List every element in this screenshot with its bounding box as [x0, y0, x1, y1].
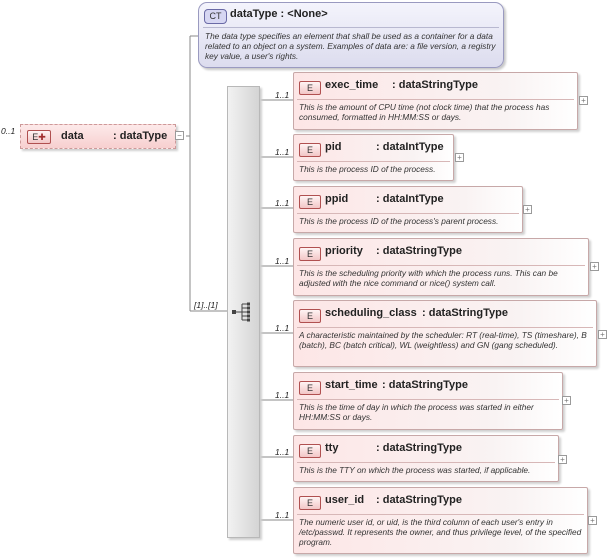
element-scheduling-class[interactable]: E scheduling_class : dataStringType A ch…	[293, 300, 597, 367]
element-separator	[297, 462, 555, 463]
occurrence-ppid: 1..1	[275, 198, 290, 208]
element-doc: This is the process ID of the process's …	[299, 216, 499, 226]
element-doc: A characteristic maintained by the sched…	[299, 330, 587, 350]
element-badge: E	[299, 247, 321, 261]
expand-icon[interactable]: +	[579, 96, 588, 105]
element-badge: E	[299, 309, 321, 323]
element-separator	[297, 213, 519, 214]
element-type: : dataIntType	[376, 141, 444, 153]
complex-type-base: <None>	[287, 8, 328, 20]
complex-type-badge: CT	[204, 9, 227, 24]
element-name: exec_time	[325, 79, 379, 91]
collapse-icon[interactable]: −	[175, 131, 184, 140]
element-tty[interactable]: E tty : dataStringType This is the TTY o…	[293, 435, 559, 482]
element-doc: This is the amount of CPU time (not cloc…	[299, 102, 550, 122]
element-name: scheduling_class	[325, 307, 417, 319]
element-separator	[297, 161, 450, 162]
element-exec-time[interactable]: E exec_time : dataStringType This is the…	[293, 72, 578, 130]
element-type: : dataStringType	[376, 245, 462, 257]
element-name: ppid	[325, 193, 349, 205]
expand-icon[interactable]: +	[562, 396, 571, 405]
element-separator	[297, 514, 584, 515]
element-name: priority	[325, 245, 363, 257]
occurrence-scheduling-class: 1..1	[275, 323, 290, 333]
element-doc: This is the scheduling priority with whi…	[299, 268, 558, 288]
complex-type-separator	[203, 27, 499, 28]
expand-icon[interactable]: +	[590, 262, 599, 271]
element-badge: E	[299, 381, 321, 395]
expand-icon[interactable]: +	[598, 330, 607, 339]
occurrence-exec-time: 1..1	[275, 90, 290, 100]
element-separator	[297, 99, 574, 100]
occurrence-tty: 1..1	[275, 447, 290, 457]
root-element-name: data	[61, 130, 84, 142]
element-priority[interactable]: E priority : dataStringType This is the …	[293, 238, 589, 296]
element-type: : dataStringType	[376, 442, 462, 454]
root-occurrence: 0..1	[1, 126, 16, 136]
sequence-occurrence: [1]..[1]	[194, 300, 218, 310]
element-doc: The numeric user id, or uid, is the thir…	[299, 517, 582, 547]
element-name: tty	[325, 442, 339, 454]
element-badge: E	[299, 81, 321, 95]
element-badge: E✚	[27, 130, 51, 144]
element-type: : dataStringType	[392, 79, 478, 91]
element-separator	[297, 399, 559, 400]
element-name: pid	[325, 141, 342, 153]
element-badge: E	[299, 143, 321, 157]
expand-icon[interactable]: +	[558, 455, 567, 464]
sequence-compositor[interactable]	[227, 86, 260, 538]
element-type: : dataStringType	[382, 379, 468, 391]
complex-type-box: CT dataType : <None> The data type speci…	[198, 2, 504, 68]
element-start-time[interactable]: E start_time : dataStringType This is th…	[293, 372, 563, 430]
element-pid[interactable]: E pid : dataIntType This is the process …	[293, 134, 454, 181]
element-doc: This is the process ID of the process.	[299, 164, 436, 174]
element-type: : dataStringType	[422, 307, 508, 319]
root-element-type: : dataType	[113, 130, 168, 142]
expand-icon[interactable]: +	[455, 153, 464, 162]
complex-type-title: dataType : <None>	[230, 8, 328, 20]
element-name: user_id	[325, 494, 365, 506]
attributes-icon: ✚	[38, 132, 46, 142]
element-badge: E	[299, 444, 321, 458]
sequence-icon	[232, 302, 250, 322]
element-badge: E	[299, 195, 321, 209]
element-user-id[interactable]: E user_id : dataStringType The numeric u…	[293, 487, 588, 554]
element-type: : dataIntType	[376, 193, 444, 205]
element-name: start_time	[325, 379, 378, 391]
complex-type-doc: The data type specifies an element that …	[205, 31, 496, 61]
element-ppid[interactable]: E ppid : dataIntType This is the process…	[293, 186, 523, 233]
occurrence-start-time: 1..1	[275, 390, 290, 400]
element-type: : dataStringType	[376, 494, 462, 506]
occurrence-user-id: 1..1	[275, 510, 290, 520]
occurrence-pid: 1..1	[275, 147, 290, 157]
element-doc: This is the TTY on which the process was…	[299, 465, 531, 475]
expand-icon[interactable]: +	[588, 516, 597, 525]
expand-icon[interactable]: +	[523, 205, 532, 214]
element-separator	[297, 265, 585, 266]
complex-type-name: dataType	[230, 8, 278, 20]
element-separator	[297, 327, 593, 328]
occurrence-priority: 1..1	[275, 256, 290, 266]
root-element-data[interactable]: E✚ data : dataType	[20, 124, 176, 149]
element-badge: E	[299, 496, 321, 510]
element-doc: This is the time of day in which the pro…	[299, 402, 534, 422]
